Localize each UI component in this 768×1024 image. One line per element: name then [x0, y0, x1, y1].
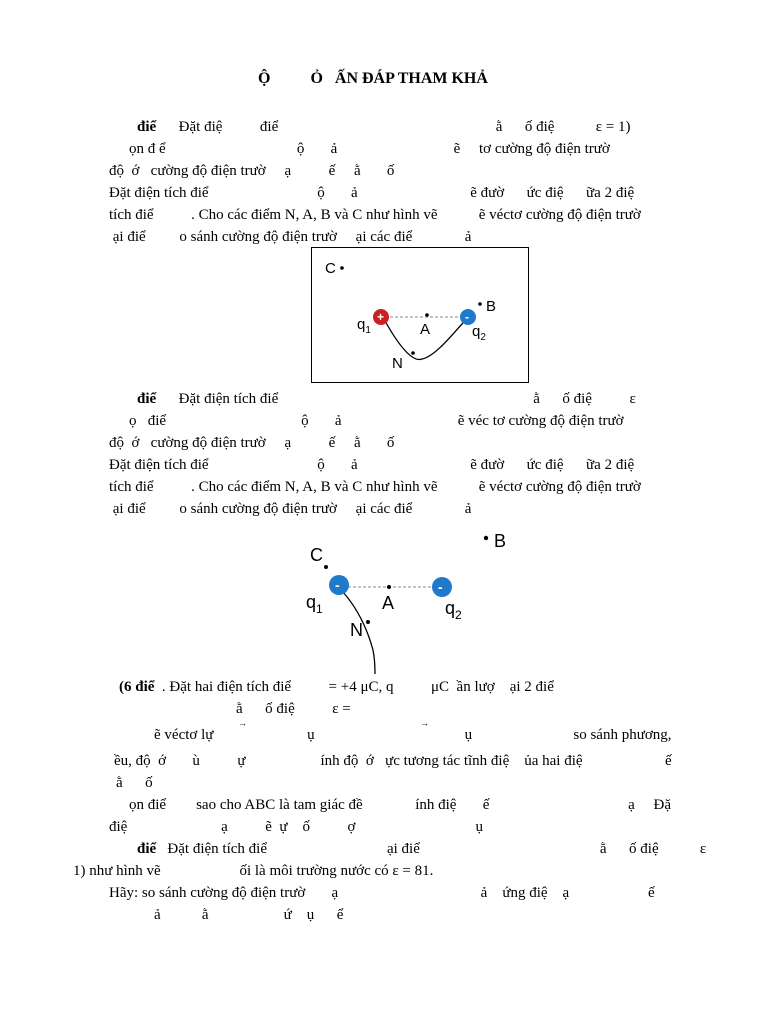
fig2-minus-sign-2: - — [438, 579, 443, 595]
p3-line-1: (6 điể . Đặt hai điện tích điể = +4 μC, … — [119, 678, 554, 696]
fig1-charge-q1 — [373, 309, 389, 325]
p3-line-8: điể Đặt điện tích điể ại điể ằ ố điệ ε — [137, 840, 706, 858]
p1-line-1: điể Đặt điệ điể ằ ố điệ ε = 1) — [137, 118, 630, 136]
p2-line-2: ọ điể ộ ả ẽ véc tơ cường độ điện trườ — [129, 413, 624, 429]
fig1-point-n — [411, 351, 415, 355]
p3-line-7: điệ ạ ẽ ự ố ợ ụ — [109, 819, 483, 835]
p3-line-3: ẽ véctơ lự ụ ụ so sánh phương, — [154, 727, 672, 743]
figure-1: C A N + - B q1 q2 — [311, 247, 529, 383]
fig2-charge-q1 — [329, 575, 349, 595]
p2-line-3: độ ớ cường độ điện trườ ạ ế ằ ố — [109, 435, 395, 451]
p3-line-5: ằ ố — [116, 775, 153, 791]
p3-line-6: ọn điể sao cho ABC là tam giác đề ính đi… — [129, 797, 671, 813]
fig1-label-q1: q1 — [357, 316, 371, 336]
fig2-point-b — [483, 535, 489, 541]
fig2-label-n: N — [350, 620, 363, 640]
fig1-label-b: B — [486, 298, 496, 315]
p3-line-2: ằ ố điệ ε = — [236, 701, 351, 717]
p2-label: điể — [137, 391, 157, 407]
fig1-label-c: C — [325, 260, 336, 277]
document-title: Ộ Ỏ ẤN ĐÁP THAM KHẢ — [258, 70, 488, 87]
p2-line-6: ại điể o sánh cường độ điện trườ ại các … — [109, 501, 472, 517]
p3-line-8-text: Đặt điện tích điể ại điể ằ ố điệ ε — [156, 841, 707, 857]
p2-line-1-text: Đặt điện tích điể ằ ố điệ ε — [178, 391, 636, 407]
fig1-point-a — [425, 313, 429, 317]
fig1-label-a: A — [420, 321, 430, 338]
fig2-label-a: A — [382, 593, 394, 613]
p1-line-1-text: Đặt điệ điể ằ ố điệ ε = 1) — [178, 119, 631, 135]
fig2-point-a — [387, 585, 391, 589]
p3-line-9: 1) như hình vẽ ối là môi trường nước có … — [73, 863, 434, 879]
fig2-label-c: C — [310, 545, 323, 565]
vector-arrow-1: → — [238, 718, 247, 728]
fig2-point-c — [324, 565, 328, 569]
fig1-label-n: N — [392, 355, 403, 372]
p1-label: điể — [137, 119, 157, 135]
fig2-minus-sign-1: - — [335, 577, 340, 593]
fig2-label-b: B — [494, 531, 506, 551]
p3-line-10: Hãy: so sánh cường độ điện trườ ạ ả ứng … — [109, 885, 655, 901]
figure-2: C B A N - - q1 q2 — [295, 528, 520, 676]
fig2-field-line — [342, 591, 376, 675]
fig1-point-c — [340, 266, 344, 270]
figure-2-svg: C B A N - - q1 q2 — [306, 531, 506, 675]
fig1-label-q2: q2 — [472, 323, 486, 343]
fig2-label-q2: q2 — [445, 598, 462, 622]
vector-arrow-2: → — [420, 718, 429, 728]
fig1-minus-sign: - — [465, 310, 469, 324]
fig2-label-q1: q1 — [306, 592, 323, 616]
p3-label-2: điể — [137, 841, 157, 857]
p3-line-11: ả ằ ứ ụ ể — [154, 907, 344, 923]
fig1-plus-sign: + — [377, 310, 384, 324]
fig1-charge-q2 — [460, 309, 476, 325]
fig2-point-n — [366, 620, 370, 624]
p1-line-3: độ ớ cường độ điện trườ ạ ế ằ ố — [109, 163, 395, 179]
p1-line-6: ại điể o sánh cường độ điện trườ ại các … — [109, 229, 472, 245]
p3-label: (6 điể — [119, 679, 155, 695]
p3-line-4: ều, độ ớ ù ự ính độ ớ ực tương tác tĩnh … — [114, 753, 672, 769]
p2-line-4: Đặt điện tích điể ộ ả ẽ đườ ức điệ ữa 2 … — [109, 457, 635, 473]
p1-line-5: tích điể . Cho các điểm N, A, B và C như… — [109, 207, 641, 223]
p2-line-1: điể Đặt điện tích điể ằ ố điệ ε — [137, 390, 636, 408]
fig1-field-line — [383, 318, 467, 361]
p2-line-5: tích điể . Cho các điểm N, A, B và C như… — [109, 479, 641, 495]
p3-line-1-text: . Đặt hai điện tích điể = +4 μC, q μC ần… — [154, 679, 554, 695]
fig2-charge-q2 — [432, 577, 452, 597]
fig1-point-b — [478, 302, 482, 306]
p1-line-4: Đặt điện tích điể ộ ả ẽ đườ ức điệ ữa 2 … — [109, 185, 635, 201]
p1-line-2: ọn đ ể ộ ả ẽ tơ cường độ điện trườ — [129, 141, 610, 157]
figure-1-svg: C A N + - B q1 q2 — [325, 260, 496, 372]
